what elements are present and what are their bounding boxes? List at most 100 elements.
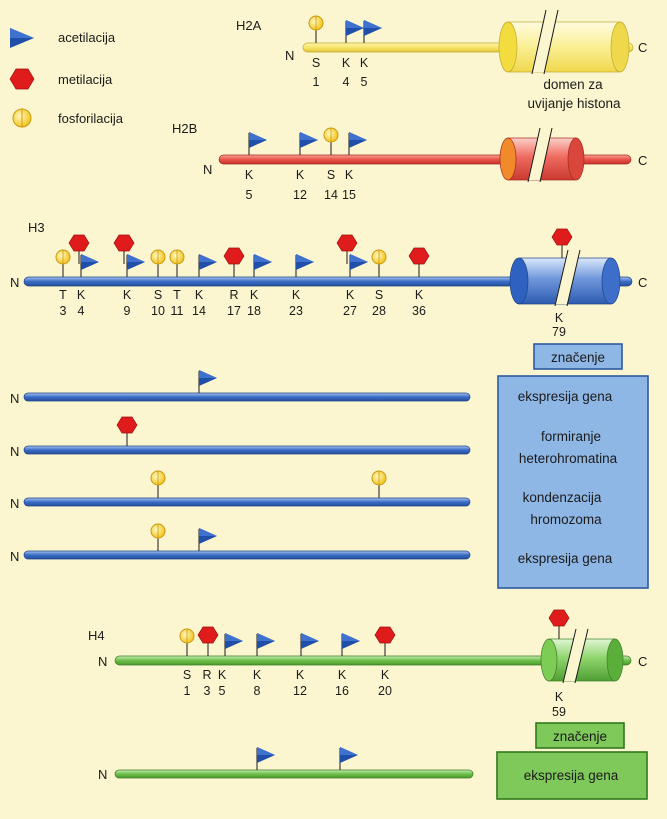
- h3-site-position: 36: [412, 304, 426, 318]
- h4-k20-methyl-icon: [374, 626, 396, 657]
- h3-site-residue: K: [415, 288, 424, 302]
- h3-meaning-expression-2: ekspresija gena: [518, 551, 613, 566]
- h3-meaning-box: [497, 375, 649, 589]
- h4-k59-methyl-icon: [548, 609, 570, 640]
- h4-site-position: 20: [378, 684, 392, 698]
- h3-k36-methyl-icon: [408, 247, 430, 278]
- h4-site-position: 1: [184, 684, 191, 698]
- h4-site-position: 3: [204, 684, 211, 698]
- h3-site-residue: T: [173, 288, 181, 302]
- h2a-site-residue: S: [312, 56, 320, 70]
- h3-histone: H3 N C T 3 K 4 K: [10, 220, 649, 589]
- h3-site-labels: T 3 K 4 K 9 S 10 T 11 K 14 R 17 K 18 K 2…: [59, 288, 566, 339]
- h3-k4-acetyl-icon: [80, 253, 100, 278]
- h2b-site-residue: K: [245, 168, 254, 182]
- phospho-icon: [150, 470, 166, 499]
- phospho-icon: [371, 470, 387, 499]
- h4-site-position: 5: [219, 684, 226, 698]
- legend-acetylation-label: acetilacija: [58, 30, 116, 45]
- example-n-terminus: N: [98, 767, 107, 782]
- h3-t3-phospho-icon: [55, 249, 71, 278]
- h2a-c-terminus: C: [638, 40, 647, 55]
- h3-c-terminus: C: [638, 275, 647, 290]
- h4-site-residue: K: [296, 668, 305, 682]
- h4-r3-methyl-icon: [197, 626, 219, 657]
- h3-n-terminus: N: [10, 275, 19, 290]
- h4-site-residue: K: [218, 668, 227, 682]
- h2b-site-residue: S: [327, 168, 335, 182]
- h3-site-position: 17: [227, 304, 241, 318]
- h4-k12-acetyl-icon: [300, 632, 320, 657]
- h3-k79-residue: K: [555, 311, 564, 325]
- h2b-site-position: 12: [293, 188, 307, 202]
- h2b-site-residue: K: [345, 168, 354, 182]
- acetyl-icon: [256, 746, 276, 771]
- h2a-domain-cylinder: [498, 9, 630, 75]
- methylation-legend-icon: [9, 68, 35, 90]
- h4-site-labels: S 1 R 3 K 5 K 8 K 12 K 16 K 20 K 59: [183, 668, 566, 719]
- h3-site-position: 14: [192, 304, 206, 318]
- h4-histone: H4 N C S 1 R 3 K 5 K 8 K 12: [88, 609, 648, 800]
- h3-site-residue: R: [229, 288, 238, 302]
- h4-k59-residue: K: [555, 690, 564, 704]
- h3-domain-cylinder: [509, 249, 621, 307]
- h3-site-residue: K: [195, 288, 204, 302]
- h2b-k12-acetyl-icon: [299, 131, 319, 156]
- h2b-n-terminus: N: [203, 162, 212, 177]
- h2b-site-position: 5: [246, 188, 253, 202]
- h3-example-tail-phospho-acetyl: N: [10, 523, 471, 564]
- h3-t11-phospho-icon: [169, 249, 185, 278]
- h3-site-position: 3: [60, 304, 67, 318]
- h3-k9-acetyl-icon: [126, 253, 146, 278]
- acetylation-legend-icon: [10, 28, 34, 48]
- domain-label-line2: uvijanje histona: [527, 96, 621, 111]
- h4-meaning-box: [496, 751, 648, 800]
- h4-k8-acetyl-icon: [256, 632, 276, 657]
- h3-site-position: 4: [78, 304, 85, 318]
- acetyl-icon: [339, 746, 359, 771]
- h3-k27-acetyl-icon: [349, 253, 369, 278]
- h3-site-residue: K: [346, 288, 355, 302]
- h3-site-residue: S: [154, 288, 162, 302]
- h2a-k4-acetyl-icon: [345, 19, 365, 44]
- acetyl-icon: [198, 527, 218, 552]
- h3-meaning-heterochromatin-l1: formiranje: [541, 429, 601, 444]
- h3-site-position: 18: [247, 304, 261, 318]
- h2a-k5-acetyl-icon: [363, 19, 383, 44]
- h4-site-position: 16: [335, 684, 349, 698]
- h4-site-residue: R: [202, 668, 211, 682]
- h4-k16-acetyl-icon: [341, 632, 361, 657]
- h4-domain-cylinder: [540, 628, 624, 684]
- h3-k18-acetyl-icon: [253, 253, 273, 278]
- h4-site-residue: K: [381, 668, 390, 682]
- h2b-site-position: 15: [342, 188, 356, 202]
- h3-site-position: 10: [151, 304, 165, 318]
- h3-k79-position: 79: [552, 325, 566, 339]
- h3-site-residue: K: [250, 288, 259, 302]
- h4-k5-acetyl-icon: [224, 632, 244, 657]
- domain-label-line1: domen za: [543, 77, 603, 92]
- h2b-histone: H2B N C K 5 K 12 S 14 K 15: [172, 121, 647, 202]
- h3-site-position: 23: [289, 304, 303, 318]
- legend-phosphorylation-label: fosforilacija: [58, 111, 124, 126]
- h4-site-residue: S: [183, 668, 191, 682]
- h3-meaning-condensation-l1: kondenzacija: [523, 490, 602, 505]
- h4-n-terminus: N: [98, 654, 107, 669]
- h3-s10-phospho-icon: [150, 249, 166, 278]
- h2a-name: H2A: [236, 18, 262, 33]
- h3-site-position: 28: [372, 304, 386, 318]
- h3-meaning-heterochromatin-l2: heterohromatina: [519, 451, 618, 466]
- h3-name: H3: [28, 220, 45, 235]
- h3-k23-acetyl-icon: [295, 253, 315, 278]
- h3-s28-phospho-icon: [371, 249, 387, 278]
- h4-k59-position: 59: [552, 705, 566, 719]
- h3-site-position: 27: [343, 304, 357, 318]
- h3-site-residue: T: [59, 288, 67, 302]
- h4-site-position: 12: [293, 684, 307, 698]
- h2a-n-terminus: N: [285, 48, 294, 63]
- example-n-terminus: N: [10, 444, 19, 459]
- example-n-terminus: N: [10, 549, 19, 564]
- phospho-icon: [150, 523, 166, 552]
- h2b-k5-acetyl-icon: [248, 131, 268, 156]
